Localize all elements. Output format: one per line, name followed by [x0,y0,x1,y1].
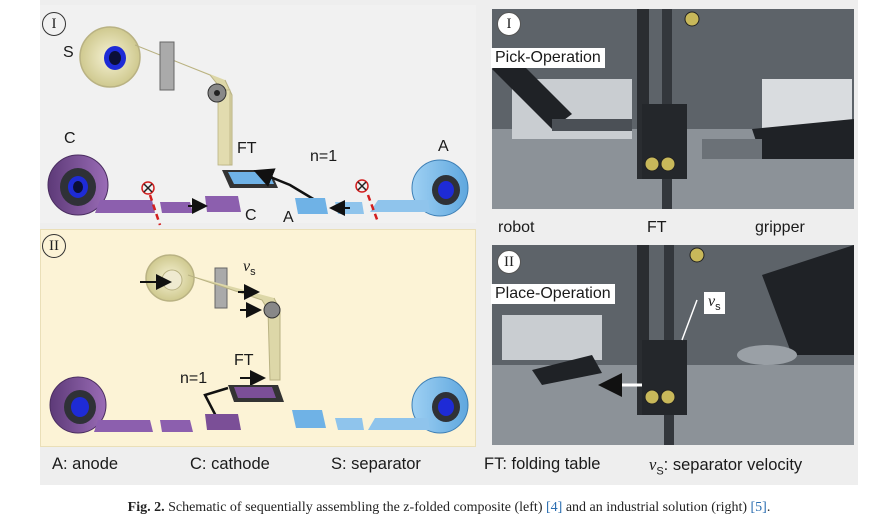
cathode-cut-line [148,194,162,226]
placement-arrow [253,168,321,205]
velocity-label: vs [243,258,256,279]
anode-sheet-label: A [283,209,294,226]
gripper-callout: gripper [755,219,805,236]
separator-label: S [63,44,74,61]
panel-i-graphics [47,26,469,226]
panel-ii-numeral: II [42,234,66,258]
folding-table-label: FT [237,140,257,157]
cathode-sheet [160,202,193,213]
photo-i-numeral: I [497,12,521,36]
place-operation-label: Place-Operation [491,284,615,304]
guide-roller [263,301,281,319]
legend-folding-table: FT: folding table [484,455,601,473]
reference-link[interactable]: [4] [545,500,563,515]
anode-sheet [295,198,328,214]
photo-velocity-label: vs [704,292,725,315]
separator-web [134,44,233,166]
figure-caption: Fig. 2. Schematic of sequentially assemb… [127,500,771,515]
placement-arrow [203,386,229,421]
gripper-arm [752,119,854,159]
gripper-arm [762,245,854,355]
place-operation-photo [492,245,854,445]
anode-cut-line [366,194,380,223]
layer-count-label: n=1 [180,370,208,387]
anode-sheet [292,410,326,428]
legend-separator: S: separator [331,455,421,473]
panel-i-numeral: I [42,12,66,36]
legend-cathode: C: cathode [190,455,270,473]
schematic-panel-ii [40,229,476,447]
tensioner [159,41,175,91]
cathode-sheet [205,414,241,430]
robot-arm [492,54,572,129]
robot-callout: robot [498,219,535,236]
anode-label: A [438,138,449,155]
layer-count-label: n=1 [310,148,338,165]
pick-operation-photo [492,9,854,209]
pick-operation-label: Pick-Operation [491,48,605,68]
ft-callout: FT [647,219,667,236]
photo-ii-numeral: II [497,250,521,274]
cathode-label: C [64,130,76,147]
legend-anode: A: anode [52,455,119,473]
cathode-sheet [205,196,241,212]
folding-table-label: FT [234,352,254,369]
cathode-sheet [160,420,193,432]
cathode-sheet-label: C [245,207,257,224]
legend-velocity: vS: separator velocity [649,455,803,478]
anode-sheet [335,418,364,430]
panel-ii-graphics [49,254,469,434]
reference-link[interactable]: [5] [750,500,767,515]
robot-arm [532,355,602,385]
